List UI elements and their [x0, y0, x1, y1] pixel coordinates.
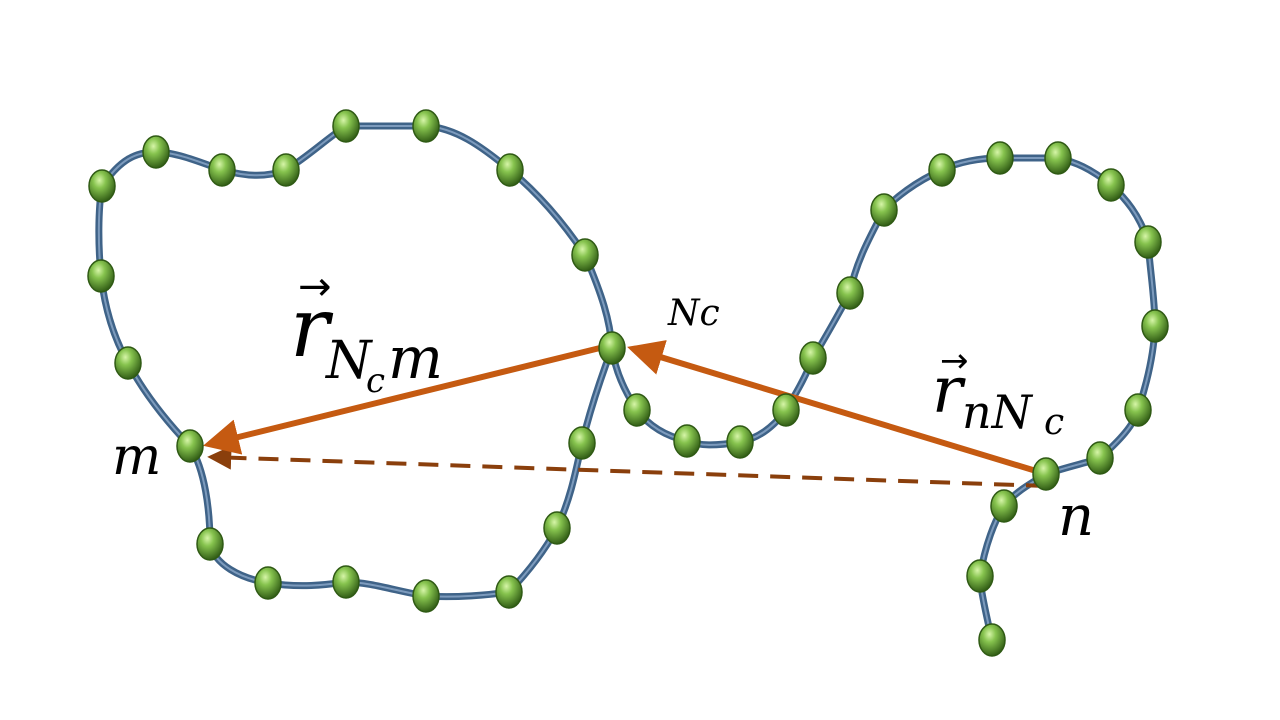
monomer-bead	[1141, 309, 1169, 343]
monomer-bead	[543, 511, 571, 545]
vector-r-Nc-m	[203, 344, 605, 455]
labels: m n Nc → r N c m → r nN c	[112, 264, 1094, 549]
monomer-bead	[772, 393, 800, 427]
monomer-bead	[272, 153, 300, 187]
label-n: n	[1058, 484, 1094, 549]
monomer-bead	[1134, 225, 1162, 259]
monomer-beads	[87, 109, 1169, 657]
subscript-m: m	[388, 324, 443, 392]
monomer-bead	[496, 153, 524, 187]
r-symbol: r	[932, 354, 966, 428]
monomer-bead	[208, 153, 236, 187]
label-r-Nc-m: → r N c m	[290, 264, 443, 401]
label-Nc: Nc	[667, 293, 720, 334]
label-r-n-Nc: → r nN c	[932, 341, 1064, 443]
monomer-bead	[412, 579, 440, 613]
monomer-bead	[254, 566, 282, 600]
monomer-bead	[176, 429, 204, 463]
vector-arrow-glyph: →	[298, 264, 332, 310]
polymer-chain	[95, 122, 1159, 644]
monomer-bead	[1032, 457, 1060, 491]
monomer-bead	[495, 575, 523, 609]
chain-highlight	[97, 125, 1156, 641]
subscript-N: N	[324, 331, 373, 391]
monomer-bead	[571, 238, 599, 272]
monomer-bead	[966, 559, 994, 593]
monomer-bead	[928, 153, 956, 187]
monomer-bead	[673, 424, 701, 458]
vectors	[203, 340, 1047, 488]
monomer-bead	[1097, 168, 1125, 202]
monomer-bead	[1086, 441, 1114, 475]
monomer-bead	[986, 141, 1014, 175]
monomer-bead	[87, 259, 115, 293]
monomer-bead	[726, 425, 754, 459]
monomer-bead	[598, 331, 626, 365]
vector-r-n-Nc	[627, 340, 1047, 477]
vector-arrow-glyph: →	[940, 341, 969, 381]
monomer-bead	[196, 527, 224, 561]
monomer-bead	[568, 426, 596, 460]
monomer-bead	[990, 489, 1018, 523]
monomer-bead	[332, 109, 360, 143]
monomer-bead	[1044, 141, 1072, 175]
dashed-vector-n-to-m	[207, 445, 1047, 488]
monomer-bead	[799, 341, 827, 375]
subscript-c: c	[1044, 402, 1064, 443]
subscript-c: c	[366, 361, 385, 401]
monomer-bead	[114, 346, 142, 380]
monomer-bead	[88, 169, 116, 203]
monomer-bead	[623, 393, 651, 427]
label-m: m	[112, 427, 161, 487]
monomer-bead	[978, 623, 1006, 657]
r-symbol: r	[290, 281, 334, 376]
monomer-bead	[1124, 393, 1152, 427]
monomer-bead	[142, 135, 170, 169]
monomer-bead	[870, 193, 898, 227]
subscript-nN: nN	[962, 385, 1034, 439]
monomer-bead	[332, 565, 360, 599]
monomer-bead	[412, 109, 440, 143]
monomer-bead	[836, 276, 864, 310]
chain-backbone	[95, 122, 1159, 644]
